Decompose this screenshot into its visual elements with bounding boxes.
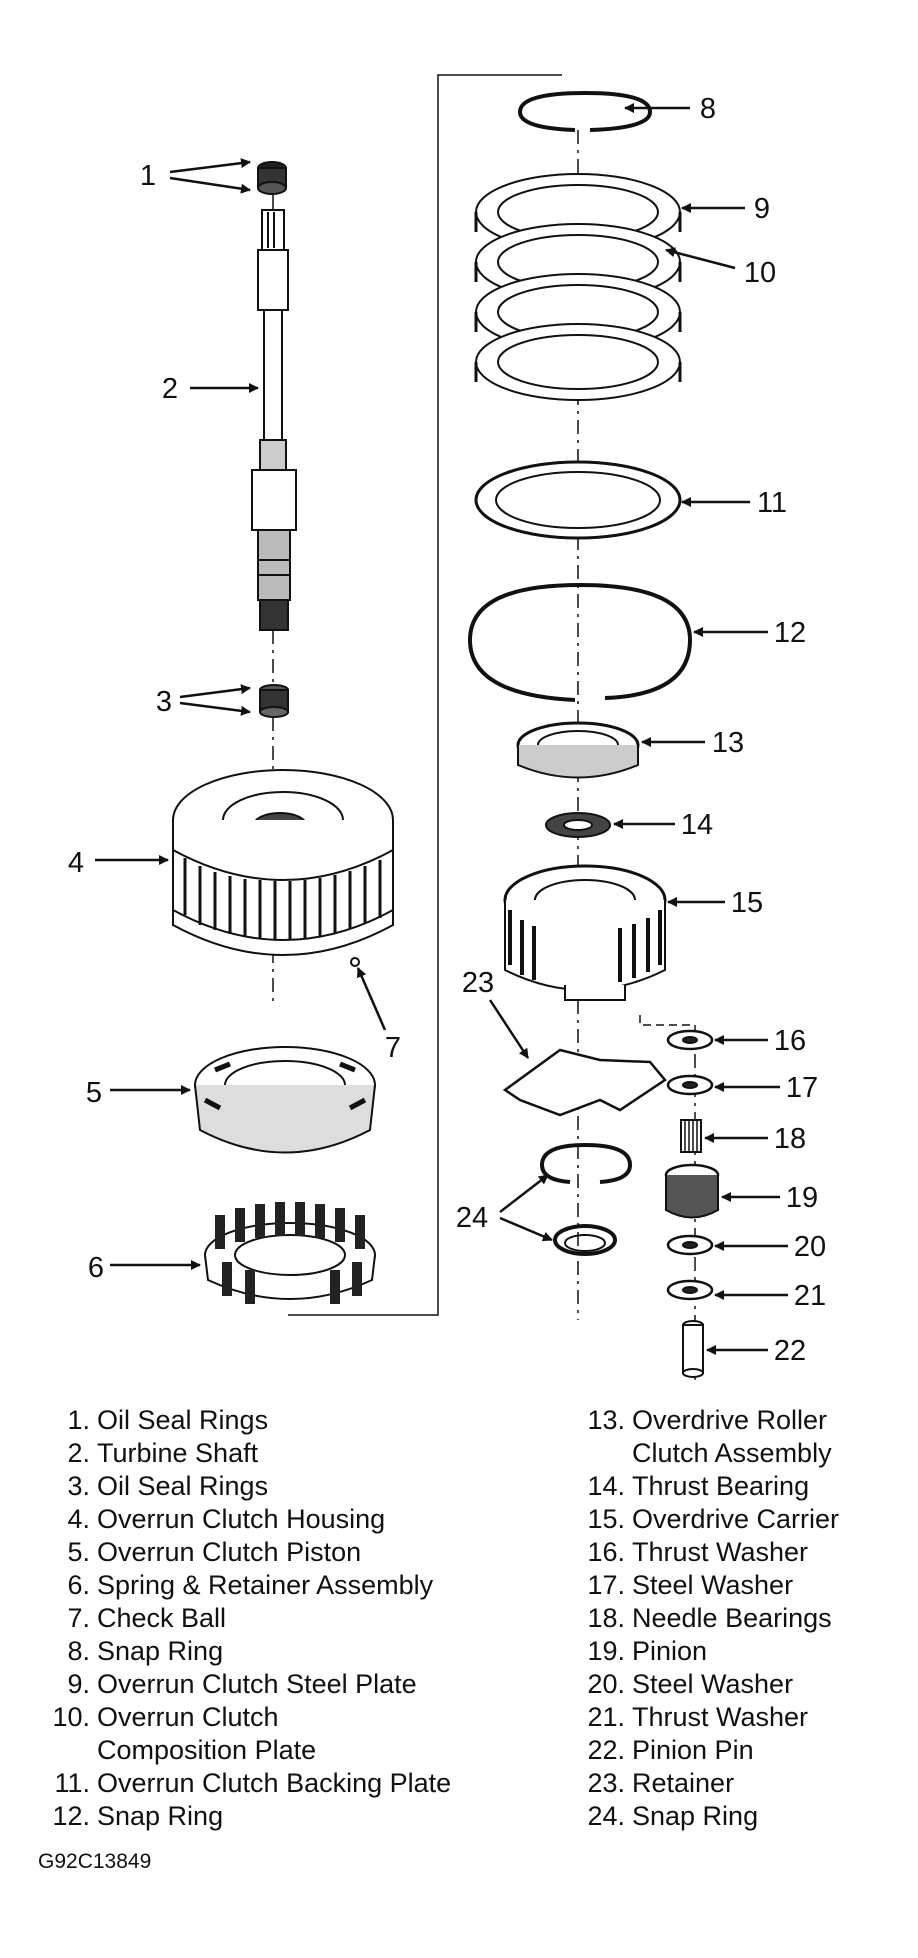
- legend-item: 15.Overdrive Carrier: [587, 1504, 840, 1534]
- callout-5: 5: [86, 1077, 102, 1109]
- legend-item: 4.Overrun Clutch Housing: [67, 1504, 386, 1534]
- legend-item: 22.Pinion Pin: [587, 1735, 754, 1765]
- clutch-plate-stack: [474, 173, 682, 401]
- backing-plate: [474, 460, 682, 540]
- legend-item: 1.Oil Seal Rings: [67, 1405, 269, 1435]
- legend-item: 21.Thrust Washer: [587, 1702, 809, 1732]
- callout-17: 17: [786, 1072, 818, 1104]
- legend-item: 12.Snap Ring: [52, 1801, 224, 1831]
- overdrive-carrier: [503, 864, 667, 1001]
- callout-11: 11: [757, 487, 787, 519]
- legend-item: 6.Spring & Retainer Assembly: [67, 1570, 434, 1600]
- snap-ring-top: [517, 90, 653, 132]
- legend-item: 17.Steel Washer: [587, 1570, 794, 1600]
- legend-item: 16.Thrust Washer: [587, 1537, 809, 1567]
- legend-item: 3.Oil Seal Rings: [67, 1471, 269, 1501]
- thrust-washer-lower: [666, 1279, 714, 1301]
- snap-ring-large: [467, 582, 693, 702]
- callout-7: 7: [385, 1032, 401, 1064]
- steel-washer-lower: [666, 1234, 714, 1256]
- overrun-clutch-piston: [194, 1046, 376, 1154]
- oil-seal-rings-lower: [259, 684, 289, 718]
- steel-washer-upper: [666, 1074, 714, 1096]
- callout-24: 24: [456, 1202, 488, 1234]
- legend-item: 11.Overrun Clutch Backing Plate: [54, 1768, 452, 1798]
- leader-arrows: [95, 103, 788, 1355]
- pinion-gear: [664, 1163, 720, 1219]
- thrust-bearing: [545, 812, 611, 838]
- oil-seal-rings-top: [257, 161, 287, 195]
- callout-8: 8: [700, 93, 716, 125]
- callout-12: 12: [774, 617, 806, 649]
- pinion-pin: [682, 1320, 704, 1378]
- callout-18: 18: [774, 1123, 806, 1155]
- callout-10: 10: [744, 257, 776, 289]
- legend-item: 14.Thrust Bearing: [587, 1471, 810, 1501]
- exploded-view-diagram: 1 2 3 4 5 6 7 8 9 10 11 12 13 14 15 16 1…: [68, 74, 826, 1380]
- turbine-shaft: [251, 209, 297, 631]
- overrun-clutch-housing: [172, 769, 394, 967]
- legend-item: 19.Pinion: [587, 1636, 708, 1666]
- callout-1: 1: [140, 160, 156, 192]
- legend-item: 2.Turbine Shaft: [67, 1438, 259, 1468]
- legend-left-column: 1.Oil Seal Rings 2.Turbine Shaft 3.Oil S…: [40, 1404, 560, 1833]
- callout-14: 14: [681, 809, 713, 841]
- legend-item: 9.Overrun Clutch Steel Plate: [67, 1669, 417, 1699]
- callout-6: 6: [88, 1252, 104, 1284]
- legend-right-column: 13.Overdrive Roller Clutch Assembly 14.T…: [575, 1404, 915, 1833]
- callout-22: 22: [774, 1335, 806, 1367]
- figure-code: G92C13849: [38, 1850, 152, 1873]
- callout-2: 2: [162, 373, 178, 405]
- legend-item: 23.Retainer: [587, 1768, 735, 1798]
- legend-item: 18.Needle Bearings: [587, 1603, 832, 1633]
- callout-13: 13: [712, 727, 744, 759]
- callout-3: 3: [156, 686, 172, 718]
- callout-4: 4: [68, 847, 84, 879]
- roller-clutch-assembly: [516, 721, 640, 779]
- callout-15: 15: [731, 887, 763, 919]
- legend-item: 5.Overrun Clutch Piston: [67, 1537, 362, 1567]
- legend-item: 7.Check Ball: [67, 1603, 227, 1633]
- legend-item: 24.Snap Ring: [587, 1801, 759, 1831]
- thrust-washer-upper: [666, 1029, 714, 1051]
- callout-9: 9: [754, 193, 770, 225]
- retainer-plate: [502, 1048, 667, 1117]
- callout-16: 16: [774, 1025, 806, 1057]
- legend-item: 13.Overdrive Roller Clutch Assembly: [587, 1405, 832, 1468]
- callout-20: 20: [794, 1231, 826, 1263]
- snap-ring-upper: [539, 1142, 633, 1184]
- legend-item: 8.Snap Ring: [67, 1636, 224, 1666]
- needle-bearings: [680, 1119, 702, 1153]
- callout-23: 23: [462, 967, 494, 999]
- legend-item: 10.Overrun Clutch Composition Plate: [52, 1702, 317, 1765]
- spring-retainer-assembly: [204, 1202, 376, 1304]
- legend-item: 20.Steel Washer: [587, 1669, 794, 1699]
- snap-ring-lower: [553, 1224, 617, 1256]
- callout-21: 21: [794, 1280, 826, 1312]
- callout-19: 19: [786, 1182, 818, 1214]
